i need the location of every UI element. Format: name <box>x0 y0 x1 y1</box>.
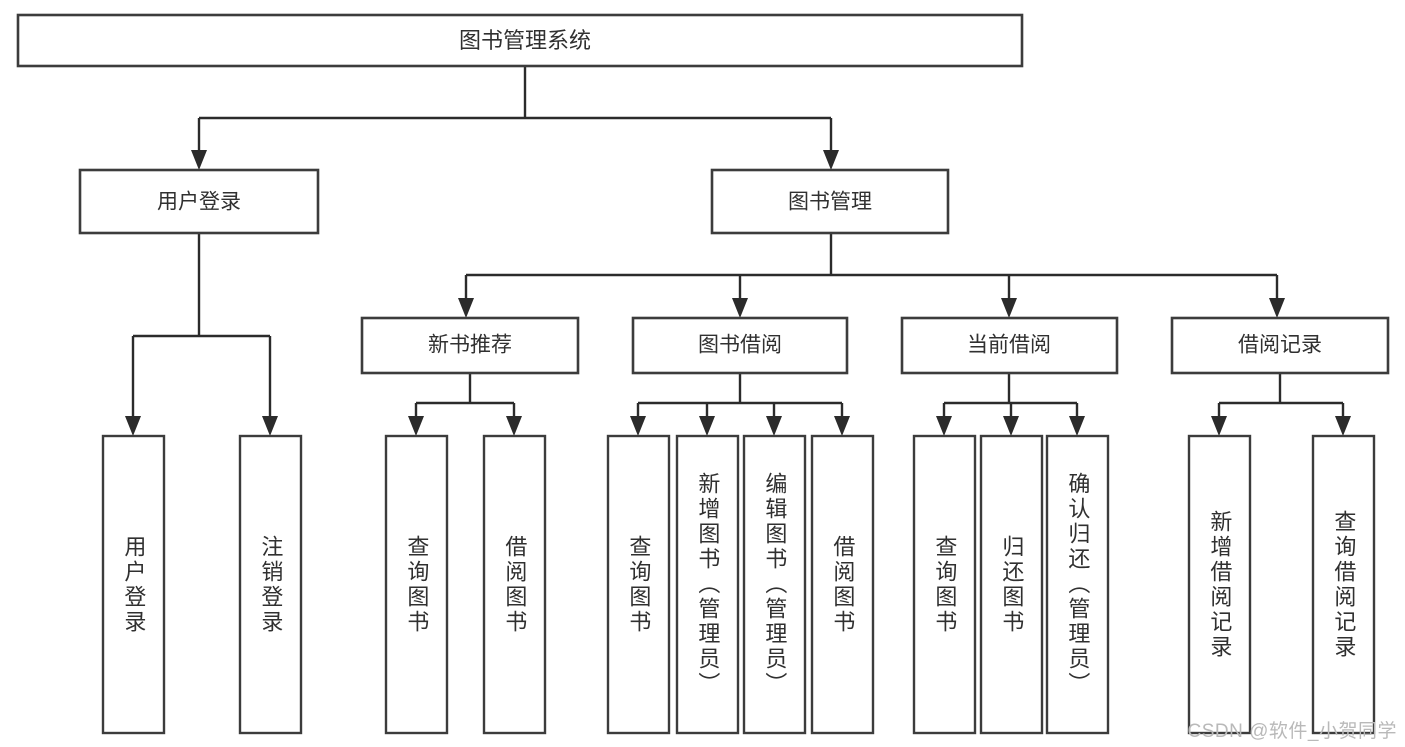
leaf-label-bb-edit-book: 编辑图书（管理员） <box>762 472 788 697</box>
leaf-box-cb-query-book[interactable] <box>912 434 977 735</box>
arrowhead-bb-leaf2 <box>699 416 715 436</box>
leaf-box-logout[interactable] <box>238 434 303 735</box>
arrowhead-cb-leaf1 <box>936 416 952 436</box>
arrowhead-bb-leaf4 <box>834 416 850 436</box>
leaf-box-cb-confirm-return[interactable] <box>1045 434 1110 735</box>
arrowhead-cb-leaf3 <box>1069 416 1085 436</box>
leaf-label-bb-borrow-book: 借阅图书 <box>830 534 856 635</box>
node-book-borrow[interactable]: 图书借阅 <box>631 316 849 375</box>
leaf-cb-confirm-return[interactable]: 确认归还（管理员） <box>1045 434 1110 735</box>
root-box[interactable] <box>16 13 1024 68</box>
user-login-label: 用户登录 <box>157 191 241 214</box>
leaf-label-br-add-record: 新增借阅记录 <box>1207 509 1233 660</box>
leaf-cb-query-book[interactable]: 查询图书 <box>912 434 977 735</box>
node-borrow-record[interactable]: 借阅记录 <box>1170 316 1390 375</box>
leaf-logout[interactable]: 注销登录 <box>238 434 303 735</box>
arrowhead-leaf-logout <box>262 416 278 436</box>
arrowhead-nb-leaf2 <box>506 416 522 436</box>
leaf-bb-borrow-book[interactable]: 借阅图书 <box>810 434 875 735</box>
leaf-box-bb-add-book[interactable] <box>675 434 740 735</box>
arrowhead-br-leaf2 <box>1335 416 1351 436</box>
book-borrow-label: 图书借阅 <box>698 334 782 357</box>
arrowhead-book-manage <box>823 150 839 170</box>
connector-new-book-to-leaves <box>408 373 522 436</box>
node-new-book-recommend[interactable]: 新书推荐 <box>360 316 580 375</box>
leaf-box-cb-return-book[interactable] <box>979 434 1044 735</box>
arrowhead-nb-leaf1 <box>408 416 424 436</box>
current-borrow-box[interactable] <box>900 316 1119 375</box>
arrowhead-new-book <box>458 298 474 318</box>
connector-current-borrow-to-leaves <box>936 373 1085 436</box>
current-borrow-label: 当前借阅 <box>967 334 1051 357</box>
arrowhead-bb-leaf1 <box>630 416 646 436</box>
connector-book-borrow-to-leaves <box>630 373 850 436</box>
leaf-br-query-record[interactable]: 查询借阅记录 <box>1311 434 1376 735</box>
leaf-box-br-query-record[interactable] <box>1311 434 1376 735</box>
leaf-label-logout: 注销登录 <box>258 534 284 635</box>
node-book-manage[interactable]: 图书管理 <box>710 168 950 235</box>
leaf-box-bb-borrow-book[interactable] <box>810 434 875 735</box>
leaf-box-bb-query-book[interactable] <box>606 434 671 735</box>
arrowhead-borrow-record <box>1269 298 1285 318</box>
connector-book-manage-to-level3 <box>458 234 1285 318</box>
arrowhead-current-borrow <box>1001 298 1017 318</box>
arrowhead-cb-leaf2 <box>1003 416 1019 436</box>
leaf-label-cb-query-book: 查询图书 <box>932 534 958 635</box>
connector-user-login-to-leaves <box>125 234 278 436</box>
borrow-record-label: 借阅记录 <box>1238 334 1322 357</box>
leaf-label-cb-confirm-return: 确认归还（管理员） <box>1065 472 1091 697</box>
arrowhead-leaf-user-login <box>125 416 141 436</box>
leaf-bb-query-book[interactable]: 查询图书 <box>606 434 671 735</box>
leaf-br-add-record[interactable]: 新增借阅记录 <box>1187 434 1252 735</box>
leaf-nb-borrow-book[interactable]: 借阅图书 <box>482 434 547 735</box>
arrowhead-user-login <box>191 150 207 170</box>
leaf-label-br-query-record: 查询借阅记录 <box>1331 509 1357 660</box>
new-book-label: 新书推荐 <box>428 334 512 357</box>
user-login-box[interactable] <box>78 168 320 235</box>
new-book-box[interactable] <box>360 316 580 375</box>
arrowhead-bb-leaf3 <box>766 416 782 436</box>
leaf-label-bb-query-book: 查询图书 <box>626 534 652 635</box>
leaf-nb-query-book[interactable]: 查询图书 <box>384 434 449 735</box>
leaf-label-bb-add-book: 新增图书（管理员） <box>695 472 721 697</box>
leaf-box-bb-edit-book[interactable] <box>742 434 807 735</box>
node-user-login[interactable]: 用户登录 <box>78 168 320 235</box>
leaf-box-nb-borrow-book[interactable] <box>482 434 547 735</box>
leaf-label-nb-borrow-book: 借阅图书 <box>502 534 528 635</box>
leaf-label-nb-query-book: 查询图书 <box>404 534 430 635</box>
borrow-record-box[interactable] <box>1170 316 1390 375</box>
connector-borrow-record-to-leaves <box>1211 373 1351 436</box>
arrowhead-book-borrow <box>732 298 748 318</box>
leaf-box-br-add-record[interactable] <box>1187 434 1252 735</box>
leaf-bb-edit-book[interactable]: 编辑图书（管理员） <box>742 434 807 735</box>
leaf-user-login[interactable]: 用户登录 <box>101 434 166 735</box>
leaf-label-cb-return-book: 归还图书 <box>999 534 1025 635</box>
leaf-label-user-login: 用户登录 <box>121 534 147 635</box>
root-label: 图书管理系统 <box>459 28 591 53</box>
leaf-box-user-login[interactable] <box>101 434 166 735</box>
node-current-borrow[interactable]: 当前借阅 <box>900 316 1119 375</box>
book-manage-box[interactable] <box>710 168 950 235</box>
arrowhead-br-leaf1 <box>1211 416 1227 436</box>
leaf-bb-add-book[interactable]: 新增图书（管理员） <box>675 434 740 735</box>
connector-root-to-level2 <box>191 66 839 170</box>
book-borrow-box[interactable] <box>631 316 849 375</box>
node-root-system[interactable]: 图书管理系统 <box>16 13 1024 68</box>
leaf-cb-return-book[interactable]: 归还图书 <box>979 434 1044 735</box>
leaf-box-nb-query-book[interactable] <box>384 434 449 735</box>
book-manage-label: 图书管理 <box>788 191 872 214</box>
